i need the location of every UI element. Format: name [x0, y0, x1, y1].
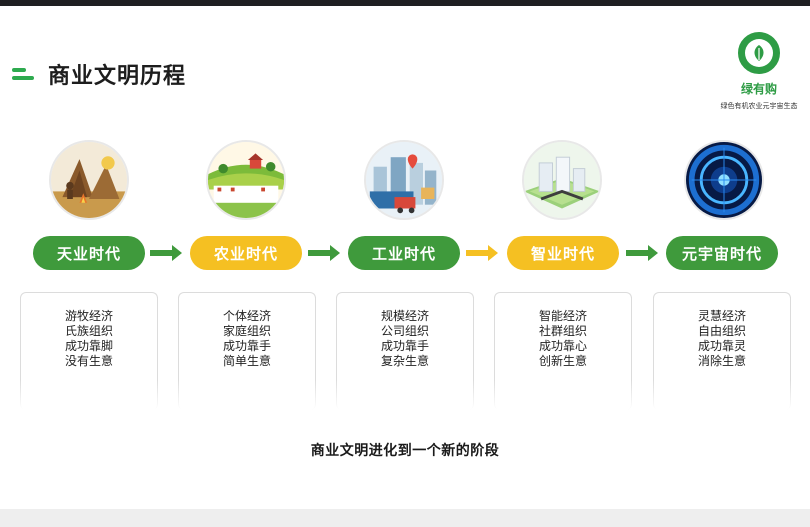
top-bar [0, 0, 810, 6]
card-item: 自由组织 [697, 324, 746, 338]
arrow-right-icon [466, 245, 498, 261]
farm-scene-icon [206, 140, 286, 220]
bottom-bar [0, 509, 810, 527]
card-item: 游牧经济 [64, 309, 113, 323]
stage-pill-3: 工业时代 [348, 236, 460, 270]
stage-card-2: 个体经济 家庭组织 成功靠手 简单生意 [178, 292, 316, 410]
card-item: 成功靠手 [222, 339, 271, 353]
stage-pill-2: 农业时代 [190, 236, 302, 270]
stage-card-5: 灵慧经济 自由组织 成功靠灵 消除生意 [653, 292, 791, 410]
stage-card-3: 规模经济 公司组织 成功靠手 复杂生意 [336, 292, 474, 410]
card-item: 没有生意 [64, 354, 113, 368]
page-title: 商业文明历程 [48, 64, 187, 89]
title-area: 商业文明历程 [12, 58, 186, 90]
card-item: 社群组织 [538, 324, 587, 338]
metaverse-portal-icon [684, 140, 764, 220]
stage-card-1: 游牧经济 氏族组织 成功靠脚 没有生意 [20, 292, 158, 410]
card-item: 氏族组织 [64, 324, 113, 338]
card-item: 成功靠手 [380, 339, 429, 353]
card-item: 家庭组织 [222, 324, 271, 338]
stage-card-4: 智能经济 社群组织 成功靠心 创新生意 [494, 292, 632, 410]
stage-pill-4: 智业时代 [507, 236, 619, 270]
factory-scene-icon [364, 140, 444, 220]
card-item: 创新生意 [538, 354, 587, 368]
card-item: 消除生意 [697, 354, 746, 368]
stage-pill-5: 元宇宙时代 [666, 236, 778, 270]
summary-caption: 商业文明进化到一个新的阶段 [310, 443, 500, 459]
card-item: 智能经济 [538, 309, 587, 323]
card-item: 灵慧经济 [697, 309, 746, 323]
brand-tagline: 绿色有机农业元宇宙生态 [720, 102, 798, 110]
arrow-right-icon [626, 245, 658, 261]
smart-city-icon [522, 140, 602, 220]
card-item: 成功靠心 [538, 339, 587, 353]
card-item: 复杂生意 [380, 354, 429, 368]
brand-block: 绿有购 绿色有机农业元宇宙生态 [716, 32, 802, 111]
brand-logo-icon [738, 32, 780, 74]
card-item: 简单生意 [222, 354, 271, 368]
card-item: 个体经济 [222, 309, 271, 323]
stage-pill-1: 天业时代 [33, 236, 145, 270]
arrow-right-icon [150, 245, 182, 261]
campfire-scene-icon [49, 140, 129, 220]
title-marker-icon [12, 67, 34, 81]
card-item: 成功靠脚 [64, 339, 113, 353]
arrow-right-icon [308, 245, 340, 261]
card-item: 公司组织 [380, 324, 429, 338]
card-item: 规模经济 [380, 309, 429, 323]
card-item: 成功靠灵 [697, 339, 746, 353]
brand-name: 绿有购 [740, 82, 777, 96]
